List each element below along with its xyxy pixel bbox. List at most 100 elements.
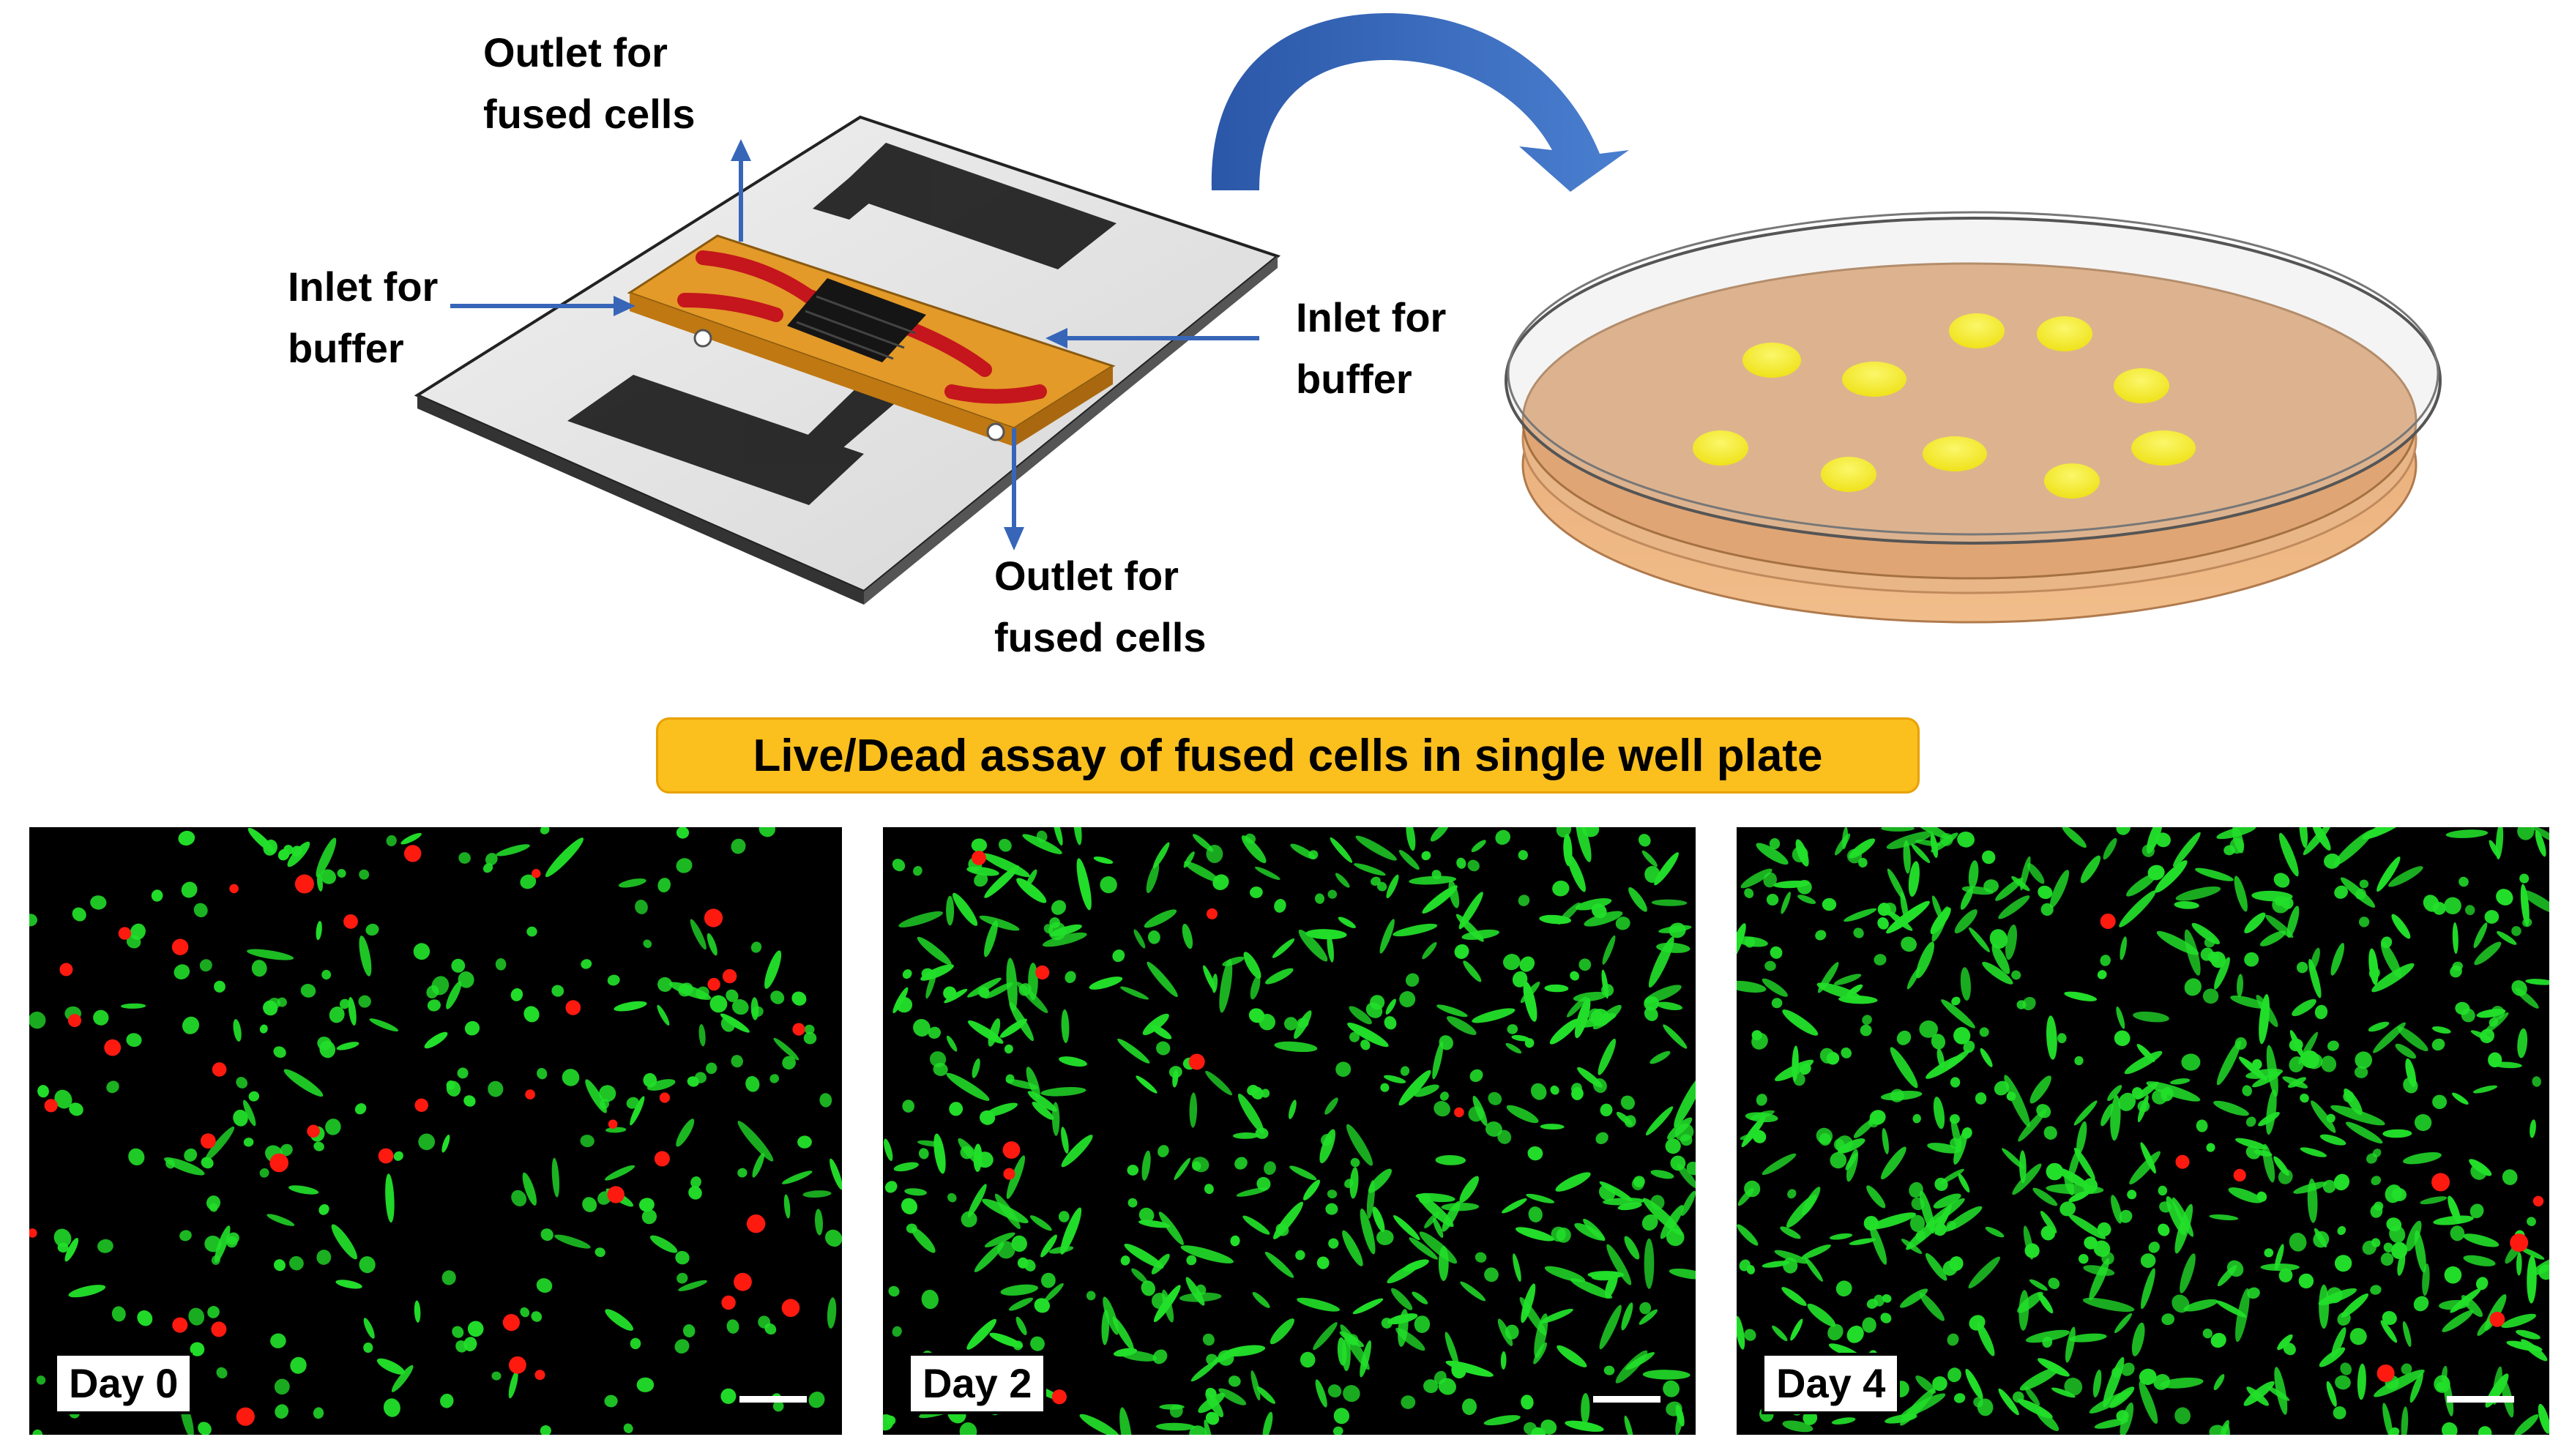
live-cell [446,1080,461,1097]
live-cell [2100,955,2111,966]
live-cell [1138,1207,1155,1223]
live-cell [984,1232,1015,1248]
live-cell [2092,1369,2102,1398]
live-cell [190,1342,205,1356]
live-cell [2381,936,2393,949]
live-cell [2463,1255,2496,1266]
live-cell [2326,1287,2343,1304]
live-cell [2139,1381,2158,1425]
live-cell [1512,971,1528,988]
live-cell [1949,1256,1964,1272]
live-cell [193,903,208,918]
live-cell [1433,1217,1444,1239]
live-cell [2382,1129,2412,1138]
live-cell [2469,1203,2484,1219]
live-cell [2101,1252,2114,1265]
live-cell [657,977,673,992]
live-cell [803,1031,817,1045]
live-cell [1801,1244,1831,1259]
live-cell [2251,890,2293,902]
live-cell [2496,889,2513,906]
live-cell [1639,1309,1658,1325]
live-cell [1912,827,1950,840]
live-cell [1152,1349,1168,1364]
live-cell [1578,958,1592,971]
live-cell [1581,827,1600,837]
live-cell [1927,1143,1960,1154]
dead-cell [1188,1053,1205,1070]
live-cell [605,1165,635,1181]
live-cell [1434,1101,1450,1117]
live-cell [1615,916,1630,930]
live-cell [2147,865,2165,881]
live-cell [2172,1294,2190,1313]
live-cell [248,1091,260,1102]
live-cell [1833,974,1862,985]
live-cell [676,858,693,873]
live-cell [1633,1176,1645,1187]
live-cell [2032,1187,2058,1206]
live-cell [1958,1173,1970,1193]
live-cell [1103,1296,1119,1335]
live-cell [495,958,507,971]
live-cell [1131,1268,1148,1283]
live-cell [1941,999,1975,1028]
live-cell [2140,1253,2156,1269]
live-cell [1822,897,1837,911]
live-cell [320,869,337,884]
live-cell [2395,1043,2417,1059]
live-cell [698,1023,706,1047]
live-cell [1911,843,1931,864]
live-cell [1598,1184,1616,1201]
live-cell [1192,834,1214,852]
live-cell [446,981,462,1009]
live-cell [1029,1215,1052,1231]
live-cell [2213,1100,2249,1116]
live-cell [386,835,397,847]
live-cell [2478,1426,2492,1435]
live-cell [211,1255,220,1265]
live-cell [1409,1237,1438,1260]
live-cell [226,1232,239,1245]
live-cell [1040,1272,1056,1288]
live-cell [2051,1387,2076,1398]
live-cell [1751,1032,1768,1050]
live-cell [1989,929,2008,949]
live-cell [2119,890,2156,927]
live-cell [815,1209,823,1236]
live-cell [540,1425,551,1435]
microscopy-panel-day2: Day 2 [883,827,1696,1435]
live-cell [2215,1300,2247,1318]
live-cell [883,1414,894,1431]
live-cell [233,1109,248,1127]
dead-cell [972,851,986,865]
live-cell [363,1318,375,1339]
live-cell [676,1272,688,1284]
live-cell [1222,956,1245,966]
live-cell [2116,1006,2125,1029]
live-cell [233,1019,242,1042]
live-cell [1819,1132,1832,1146]
live-cell [2298,1273,2314,1289]
inlet-right-line2: buffer [1296,356,1412,402]
live-cell [1036,830,1048,843]
live-cell [482,863,493,873]
live-cell [151,889,163,902]
live-cell [418,1133,436,1151]
live-cell [1016,878,1047,903]
live-cell [2196,1119,2208,1132]
live-cell [1342,1230,1363,1266]
live-cell [1346,1124,1373,1166]
live-cell [93,1009,109,1026]
live-cell [1086,1291,1096,1301]
live-cell [2183,1299,2218,1312]
live-cell [1141,1280,1155,1296]
dead-cell [171,938,189,955]
live-cell [1444,1332,1459,1367]
live-cell [1319,1129,1336,1164]
live-cell [947,1192,957,1203]
live-cell [1639,1302,1652,1315]
live-cell [1206,1354,1218,1366]
live-cell [69,1102,83,1116]
live-cell [2136,1081,2159,1100]
